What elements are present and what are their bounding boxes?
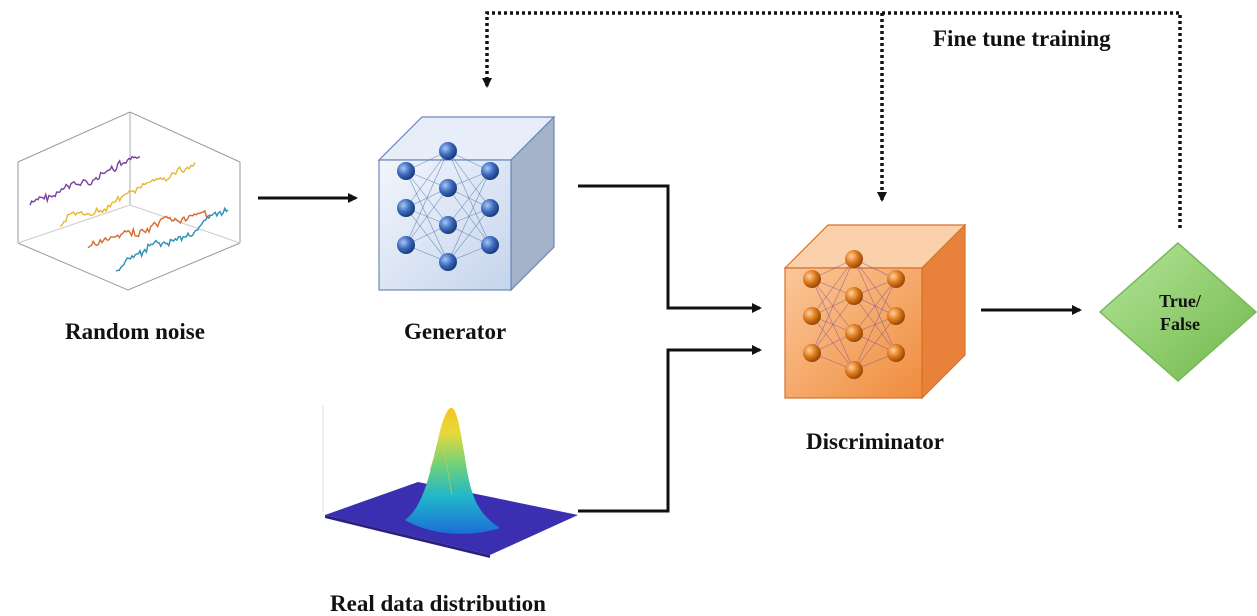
decision-label: True/ False <box>1130 290 1230 337</box>
decision-label-line1: True/ <box>1159 291 1201 311</box>
discriminator-cube-icon <box>783 223 967 400</box>
network-node <box>887 307 905 325</box>
network-node <box>887 344 905 362</box>
fine-tune-label: Fine tune training <box>933 26 1111 51</box>
real-data-surface <box>322 405 578 558</box>
network-node <box>481 199 499 217</box>
network-node <box>845 324 863 342</box>
generator-to-discriminator-arrow <box>578 184 762 313</box>
random-noise-label: Random noise <box>65 319 205 344</box>
network-node <box>439 179 457 197</box>
network-node <box>439 142 457 160</box>
discriminator-label: Discriminator <box>806 429 944 454</box>
network-node <box>481 236 499 254</box>
fine-tune-feedback <box>482 11 1182 228</box>
noise-series-line <box>29 155 141 206</box>
noise-series-line <box>115 206 229 272</box>
real-to-discriminator-arrow <box>578 345 762 513</box>
noise-series-line <box>59 162 196 227</box>
random-noise-plot <box>10 110 248 296</box>
network-node <box>845 287 863 305</box>
generator-cube-icon <box>377 115 556 292</box>
network-node <box>397 162 415 180</box>
decision-diamond-icon <box>1098 241 1257 383</box>
generator-label: Generator <box>404 319 507 344</box>
noise-series-line <box>87 209 211 249</box>
network-node <box>439 216 457 234</box>
network-node <box>439 253 457 271</box>
real-data-label: Real data distribution <box>330 591 546 616</box>
network-node <box>845 250 863 268</box>
network-node <box>845 361 863 379</box>
network-node <box>887 270 905 288</box>
decision-label-line2: False <box>1160 314 1200 335</box>
flow-arrows <box>258 184 1082 513</box>
network-node <box>803 307 821 325</box>
network-node <box>803 344 821 362</box>
feedback-loop-line <box>482 11 1182 228</box>
network-node <box>397 199 415 217</box>
network-node <box>803 270 821 288</box>
network-node <box>397 236 415 254</box>
network-node <box>481 162 499 180</box>
